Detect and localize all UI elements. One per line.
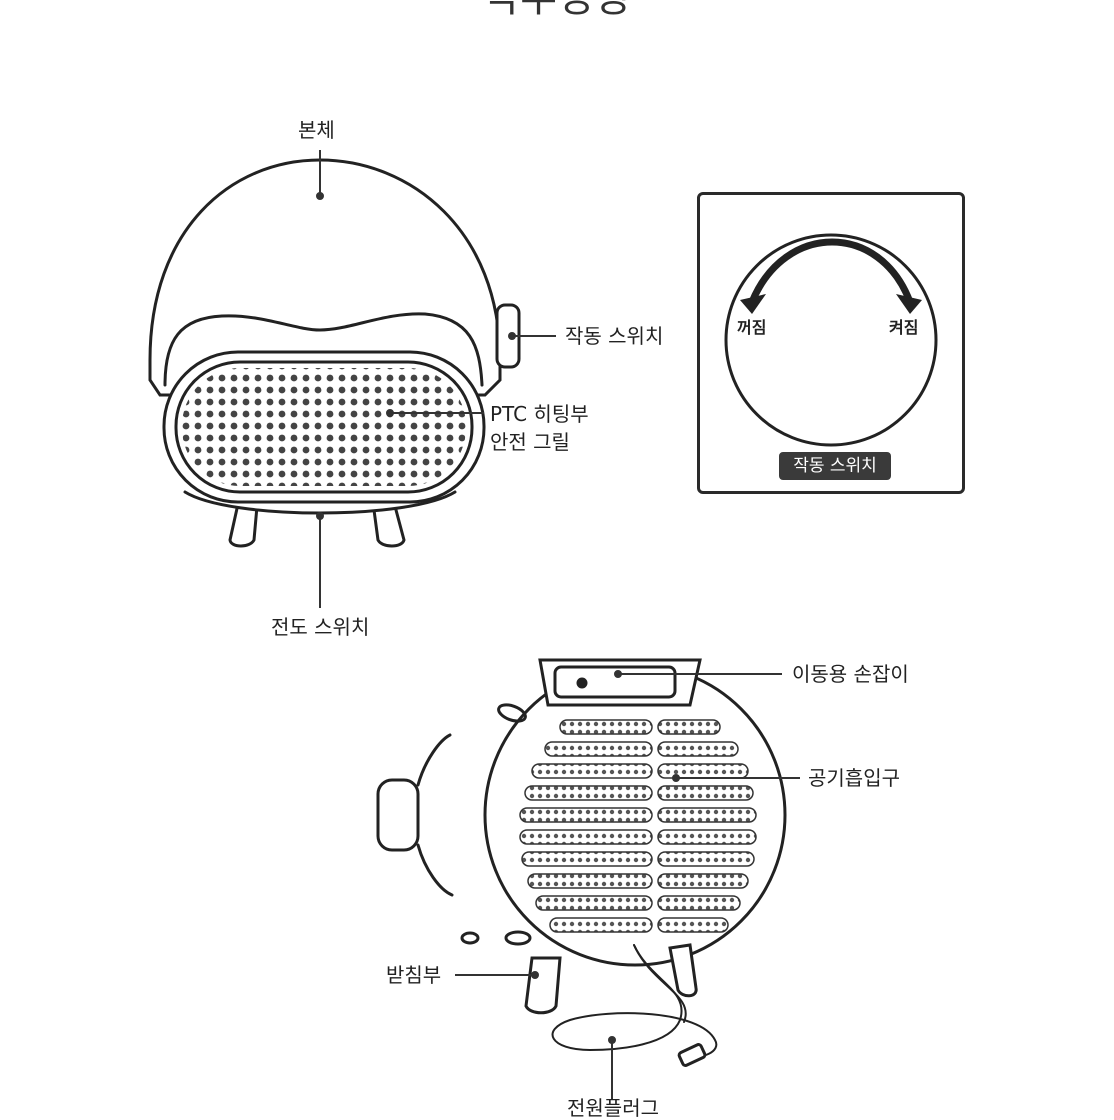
power-plug [677, 1043, 707, 1067]
back-leg-right [668, 943, 698, 998]
back-switch-knob [376, 778, 420, 852]
dial-arrow-left [740, 294, 766, 314]
dial-graphic [724, 233, 938, 447]
dial-on-label: 켜짐 [889, 318, 919, 337]
label-operation-switch: 작동 스위치 [565, 324, 664, 348]
power-cord [551, 944, 718, 1058]
switch-detail-box [697, 192, 965, 494]
intake-slots [519, 719, 757, 933]
page-title: 각부명칭 [0, 0, 1114, 22]
front-heater [148, 158, 521, 548]
label-body: 본체 [298, 118, 335, 142]
label-safety-grill: 안전 그릴 [490, 430, 570, 454]
back-leg-left [524, 956, 562, 1015]
label-stand: 받침부 [386, 963, 442, 987]
label-carry-handle: 이동용 손잡이 [792, 662, 909, 686]
label-ptc-heater: PTC 히팅부 [490, 402, 589, 426]
front-grill-dots [182, 368, 466, 486]
dial-off-label: 꺼짐 [737, 318, 767, 337]
switch-badge: 작동 스위치 [779, 452, 891, 480]
dial-arrow-right [896, 294, 922, 314]
back-handle [538, 658, 702, 707]
dial-arc [748, 238, 914, 304]
label-tip-over-switch: 전도 스위치 [271, 615, 370, 639]
label-air-intake: 공기흡입구 [808, 766, 900, 790]
label-power-plug: 전원플러그 [567, 1096, 659, 1120]
